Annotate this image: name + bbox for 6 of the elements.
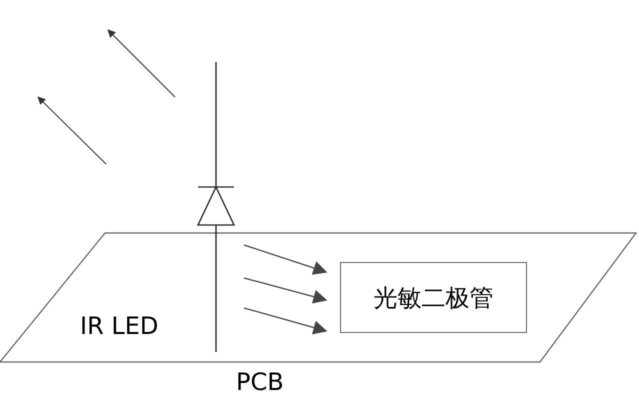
photodiode-box: 光敏二极管 — [340, 262, 527, 333]
arrow — [244, 244, 328, 275]
arrow — [244, 277, 328, 304]
arrow — [244, 307, 328, 334]
led-label: IR LED — [80, 312, 158, 340]
board-label: PCB — [236, 368, 284, 396]
